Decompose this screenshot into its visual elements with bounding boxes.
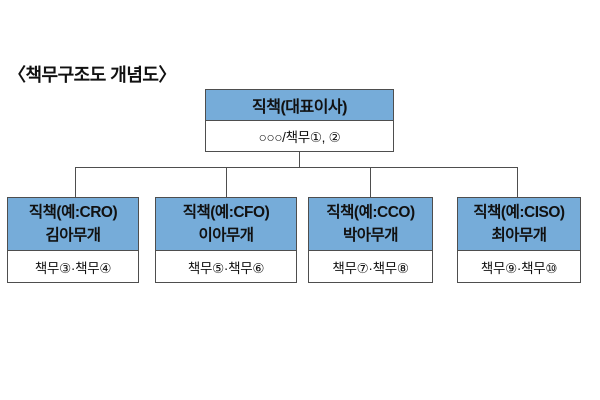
org-box-ciso-name: 최아무개: [491, 227, 547, 244]
org-box-cro: 직책(예:CRO) 김아무개 책무③·책무④: [7, 197, 139, 283]
org-box-cfo: 직책(예:CFO) 이아무개 책무⑤·책무⑥: [155, 197, 297, 283]
org-box-cro-header: 직책(예:CRO) 김아무개: [8, 198, 138, 251]
org-box-cco: 직책(예:CCO) 박아무개 책무⑦·책무⑧: [308, 197, 433, 283]
org-box-ciso: 직책(예:CISO) 최아무개 책무⑨·책무⑩: [457, 197, 581, 283]
connector-horizontal: [75, 167, 518, 168]
org-box-cro-position: 직책(예:CRO): [28, 204, 118, 221]
org-box-ciso-duties: 책무⑨·책무⑩: [458, 251, 580, 282]
org-box-cfo-position: 직책(예:CFO): [182, 204, 270, 221]
connector-child1-vertical: [75, 167, 76, 197]
org-box-cfo-header: 직책(예:CFO) 이아무개: [156, 198, 296, 251]
org-box-cco-name: 박아무개: [342, 227, 399, 244]
connector-child2-vertical: [226, 167, 227, 197]
org-box-cro-duties: 책무③·책무④: [8, 251, 138, 282]
org-box-ciso-header: 직책(예:CISO) 최아무개: [458, 198, 580, 251]
diagram-title: 〈책무구조도 개념도〉: [8, 65, 176, 85]
org-box-cco-duties: 책무⑦·책무⑧: [309, 251, 432, 282]
connector-child4-vertical: [517, 167, 518, 197]
org-box-ceo-position: 직책(대표이사): [206, 90, 393, 121]
connector-child3-vertical: [370, 167, 371, 197]
org-box-ceo-duties: ○○○/책무①, ②: [206, 121, 393, 151]
org-box-cfo-duties: 책무⑤·책무⑥: [156, 251, 296, 282]
org-box-cfo-name: 이아무개: [198, 227, 254, 244]
org-box-cco-header: 직책(예:CCO) 박아무개: [309, 198, 432, 251]
connector-root-vertical: [299, 152, 300, 167]
org-box-ceo: 직책(대표이사) ○○○/책무①, ②: [205, 89, 394, 152]
org-box-ciso-position: 직책(예:CISO): [473, 204, 565, 221]
org-box-cco-position: 직책(예:CCO): [326, 204, 415, 221]
org-box-cro-name: 김아무개: [45, 227, 101, 244]
